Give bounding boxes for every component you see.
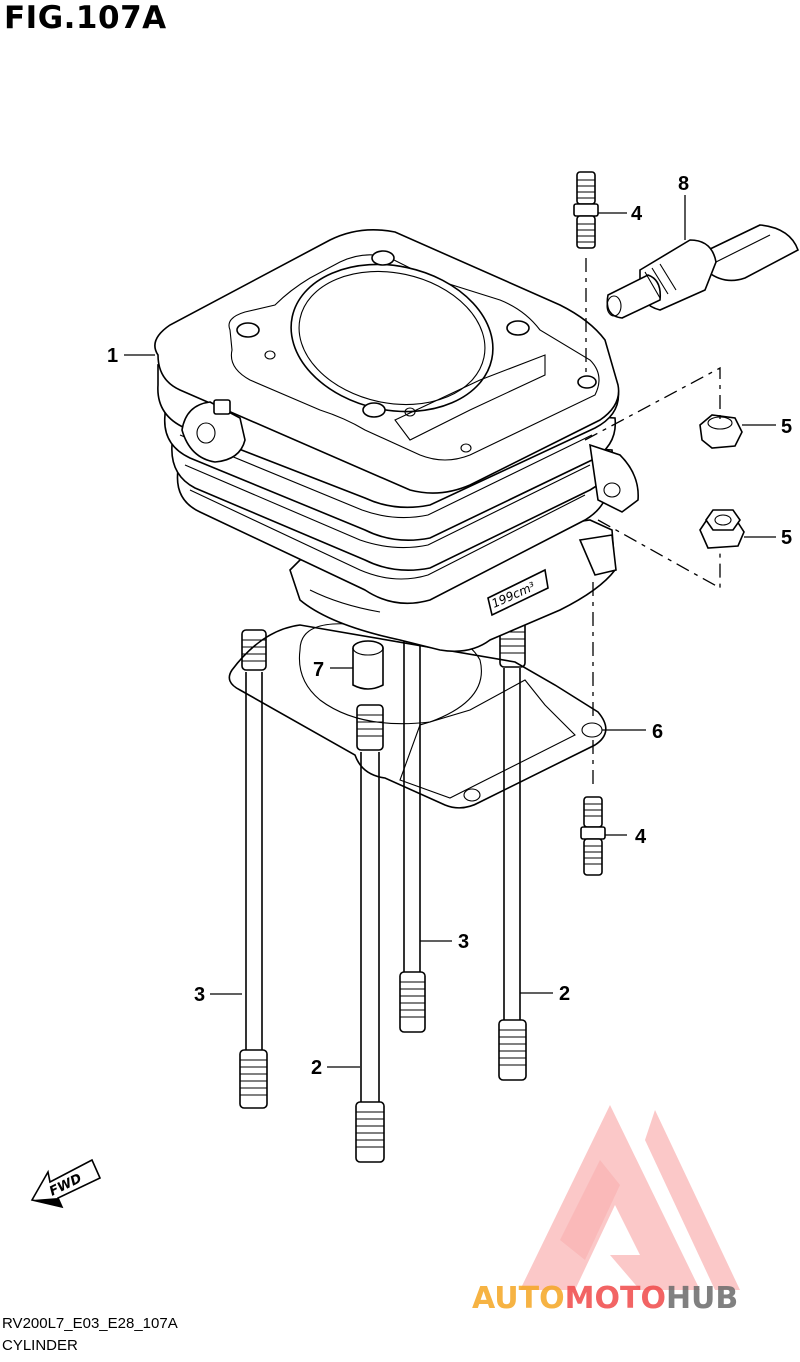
svg-text:AUTOMOTOHUB: AUTOMOTOHUB	[472, 1281, 738, 1316]
dowel-pin	[352, 640, 384, 690]
callout-8: 8	[678, 173, 689, 195]
callout-3-left: 3	[194, 984, 205, 1006]
callout-1: 1	[107, 345, 118, 367]
callout-3-rear: 3	[458, 931, 469, 953]
callout-7: 7	[313, 659, 324, 681]
stud-4-bottom	[580, 796, 606, 876]
nut-5-lower	[699, 509, 745, 549]
callout-4-top: 4	[631, 203, 643, 225]
cylinder-base-gasket	[228, 623, 607, 809]
callout-5-lower: 5	[781, 527, 792, 549]
nut-5-upper	[699, 414, 743, 449]
stud-bolt-3-rear	[399, 630, 426, 1033]
watermark-moto: MOTO	[565, 1281, 666, 1316]
stud-bolt-3-left	[239, 629, 268, 1109]
watermark-hub: HUB	[666, 1281, 738, 1316]
callout-6: 6	[652, 721, 663, 743]
figure-name: CYLINDER	[2, 1337, 78, 1354]
callout-5-upper: 5	[781, 416, 792, 438]
watermark-auto: AUTO	[472, 1281, 565, 1316]
stud-bolt-2-front-left	[355, 704, 385, 1163]
watermark-logo	[520, 1105, 740, 1290]
stud-bolt-2-right	[498, 621, 527, 1081]
figure-title: FIG.107A	[4, 0, 167, 36]
fwd-arrow: FWD	[30, 1158, 102, 1209]
figure-code: RV200L7_E03_E28_107A	[2, 1315, 178, 1332]
watermark-text: AUTOMOTOHUB	[472, 1281, 738, 1316]
centerline-nut-upper	[584, 366, 721, 441]
temperature-sensor	[606, 224, 799, 319]
stud-4-top	[573, 171, 599, 249]
callout-2-left: 2	[311, 1057, 322, 1079]
callout-2-right: 2	[559, 983, 570, 1005]
cylinder-block: 199cm³	[154, 228, 639, 653]
callout-4-bottom: 4	[635, 826, 647, 848]
